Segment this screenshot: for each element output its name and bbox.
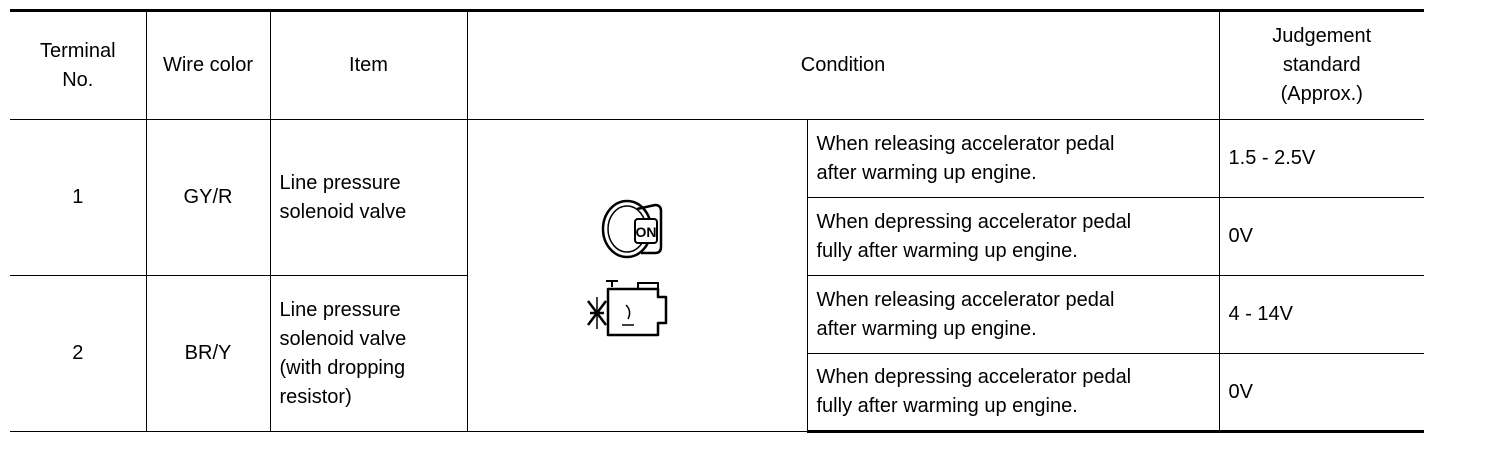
judgement-value: 1.5 - 2.5V [1218,119,1425,198]
condition-text: When releasing accelerator pedal after w… [806,275,1220,354]
condition-text: When releasing accelerator pedal after w… [806,119,1220,198]
condition-text: When depressing accelerator pedal fully … [807,353,1220,433]
condition-text: When depressing accelerator pedal fully … [807,197,1220,276]
header-item: Item [269,9,468,120]
item-description: Line pressure solenoid valve [269,119,468,276]
header-row: Terminal No. Wire color Item Condition J… [10,9,1425,120]
condition-icons: ON [466,119,808,432]
judgement-value: 0V [1218,353,1425,433]
header-condition: Condition [466,9,1220,120]
wire-color: BR/Y [145,275,271,432]
terminal-number: 2 [10,275,147,432]
table-row: 1 GY/R Line pressure solenoid valve ON [10,119,1425,432]
terminal-spec-table: Terminal No. Wire color Item Condition J… [10,9,1425,433]
header-wire-color: Wire color [145,9,271,120]
terminal-number: 1 [10,119,147,276]
table-row: When depressing accelerator pedal fully … [10,353,1425,433]
ignition-key-on-icon: ON [601,199,663,259]
header-terminal-no: Terminal No. [10,9,147,120]
table-row: When depressing accelerator pedal fully … [10,197,1425,276]
judgement-value: 0V [1218,197,1425,276]
engine-running-icon [587,280,668,337]
judgement-value: 4 - 14V [1218,275,1425,354]
wire-color: GY/R [145,119,271,276]
header-judgement-standard: Judgement standard (Approx.) [1218,9,1425,120]
item-description: Line pressure solenoid valve (with dropp… [269,275,468,432]
table-row: 2 BR/Y Line pressure solenoid valve (wit… [10,275,1425,432]
ignition-on-label: ON [636,224,657,240]
